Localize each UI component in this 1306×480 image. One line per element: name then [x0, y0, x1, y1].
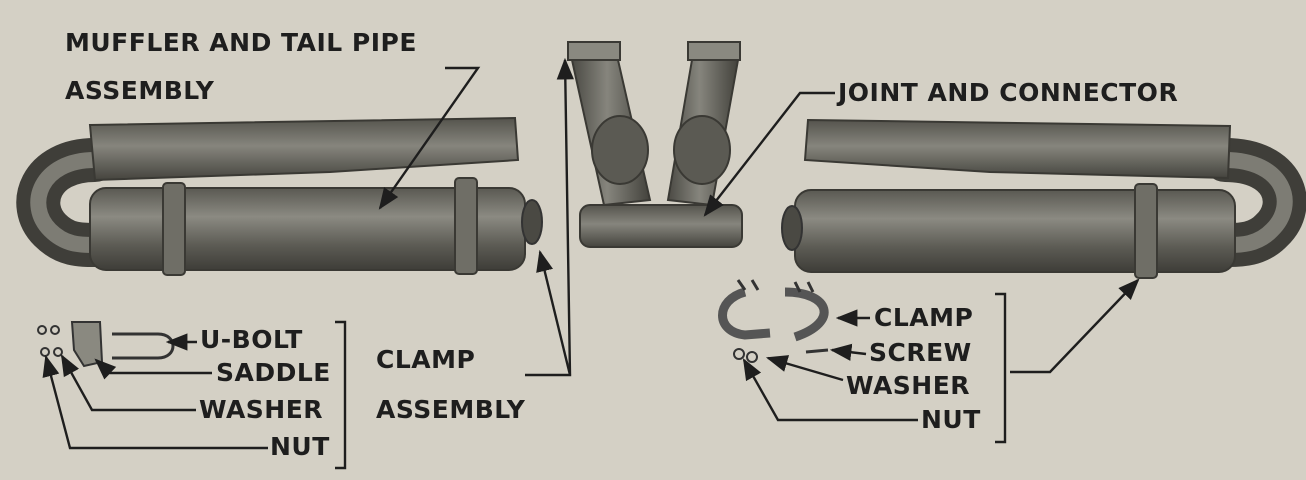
- screw-label: SCREW: [869, 338, 972, 367]
- left-muffler-inlet: [521, 199, 543, 245]
- clamp-assembly-label-line1: CLAMP: [376, 345, 476, 374]
- left-bracket: [335, 320, 347, 470]
- saddle-label: SADDLE: [216, 358, 331, 387]
- leader-saddle: [94, 358, 212, 380]
- clamp-label: CLAMP: [874, 303, 974, 332]
- leader-right-washer: [765, 355, 844, 382]
- left-flange: [567, 41, 621, 61]
- clamp-ears: [736, 279, 815, 293]
- right-muffler-assembly: [781, 118, 1306, 279]
- left-hardware-parts: [37, 321, 175, 368]
- leader-right-clamp-assembly: [1010, 278, 1140, 374]
- right-flange: [687, 41, 741, 61]
- right-nut-label: NUT: [921, 405, 981, 434]
- right-downpipe-flexjoint: [673, 115, 731, 185]
- leader-left-washer: [60, 354, 196, 412]
- left-tail-pipe: [88, 116, 520, 182]
- u-bolt-part: [112, 332, 175, 360]
- group-brackets: [335, 292, 1007, 470]
- saddle-part: [70, 321, 104, 368]
- right-hardware-parts: [718, 279, 829, 363]
- center-y-pipe: [567, 41, 743, 248]
- clamp-assembly-label-line2: ASSEMBLY: [376, 395, 526, 424]
- right-washer-label: WASHER: [846, 371, 971, 400]
- left-nut-label: NUT: [270, 432, 330, 461]
- screw-part: [805, 348, 829, 354]
- left-muffler-band-2: [454, 177, 478, 275]
- connector-tube: [579, 204, 743, 248]
- right-bracket: [995, 292, 1007, 444]
- left-downpipe-flexjoint: [591, 115, 649, 185]
- leader-joint: [703, 91, 835, 217]
- right-washer: [733, 348, 745, 360]
- muffler-label-line2: ASSEMBLY: [65, 76, 215, 105]
- left-washer-top: [37, 325, 47, 335]
- clamp-half-right: [784, 287, 829, 342]
- right-muffler-band: [1134, 183, 1158, 279]
- leader-left-nut: [42, 354, 268, 450]
- right-nut: [746, 351, 758, 363]
- muffler-label-line1: MUFFLER AND TAIL PIPE: [65, 28, 417, 57]
- leader-muffler: [378, 66, 481, 210]
- right-muffler-body: [794, 189, 1236, 273]
- left-nut-bottom: [53, 347, 63, 357]
- left-muffler-band-1: [162, 182, 186, 276]
- left-washer-bottom: [40, 347, 50, 357]
- right-tail-pipe: [803, 118, 1232, 180]
- clamp-half-left: [718, 287, 771, 340]
- leader-clamp-to-inlet: [536, 249, 572, 376]
- ubolt-label: U-BOLT: [200, 325, 303, 354]
- leader-right-nut: [742, 358, 918, 422]
- joint-connector-label: JOINT AND CONNECTOR: [838, 78, 1179, 107]
- left-washer-label: WASHER: [199, 395, 324, 424]
- right-tail-pipe-highlight: [1224, 152, 1293, 253]
- right-muffler-inlet: [781, 205, 803, 251]
- left-tail-pipe-highlight: [30, 152, 96, 253]
- leader-screw: [829, 343, 867, 361]
- left-muffler-assembly: [16, 116, 543, 276]
- left-nut-top: [50, 325, 60, 335]
- leader-lines: [42, 57, 1140, 450]
